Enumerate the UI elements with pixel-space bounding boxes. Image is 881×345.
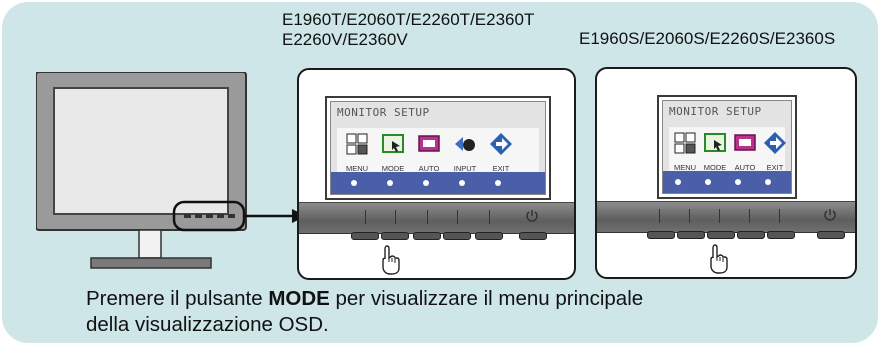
caption-text-1: Premere il pulsante — [86, 287, 269, 310]
osd-dot — [387, 180, 393, 186]
osd-icon-row: MENU MODE AUTO EXIT — [669, 127, 786, 173]
monitor-illustration — [36, 72, 247, 269]
mode-icon — [704, 133, 726, 152]
osd-label-mode: MODE — [703, 163, 727, 172]
osd-dot — [765, 179, 771, 185]
osd-dot-bar — [663, 171, 791, 193]
osd-title: MONITOR SETUP — [337, 106, 430, 119]
monitor-bezel — [597, 201, 855, 233]
osd-title: MONITOR SETUP — [669, 105, 762, 118]
exit-icon — [490, 133, 512, 155]
auto-icon — [734, 134, 756, 151]
button-tick — [659, 209, 660, 223]
instruction-caption: Premere il pulsante MODE per visualizzar… — [86, 286, 643, 338]
exit-button[interactable] — [767, 231, 795, 239]
osd-menu: MONITOR SETUP MENU MODE — [325, 96, 551, 200]
power-button[interactable] — [519, 232, 547, 240]
auto-icon — [418, 135, 440, 152]
monitor-stand-base — [90, 257, 212, 269]
auto-button[interactable] — [413, 232, 441, 240]
button-tick — [457, 210, 458, 224]
osd-icon-row: MENU MODE AUTO — [337, 128, 539, 174]
monitor-neck — [138, 229, 162, 259]
osd-dot — [459, 180, 465, 186]
small-buttons — [184, 214, 235, 218]
menu-icon — [674, 132, 696, 154]
auto-button[interactable] — [707, 231, 735, 239]
hand-pointer-icon — [382, 245, 400, 275]
button-tick — [719, 209, 720, 223]
mode-button[interactable] — [677, 231, 705, 239]
osd-label-menu: MENU — [673, 163, 697, 172]
mode-button[interactable] — [381, 232, 409, 240]
osd-dot — [351, 180, 357, 186]
osd-label-menu: MENU — [345, 164, 369, 173]
button-tick — [395, 210, 396, 224]
mode-icon — [382, 134, 404, 153]
osd-label-input: INPUT — [453, 164, 477, 173]
input-button[interactable] — [443, 232, 471, 240]
model-label-left-1: E1960T/E2060T/E2260T/E2360T — [282, 10, 535, 29]
power-icon — [526, 210, 538, 222]
osd-dot — [735, 179, 741, 185]
monitor-screen — [53, 87, 229, 215]
osd-label-auto: AUTO — [734, 163, 756, 172]
model-label-right: E1960S/E2060S/E2260S/E2360S — [579, 29, 836, 48]
caption-text-2: per visualizzare il menu principale — [329, 287, 644, 310]
osd-dot — [675, 179, 681, 185]
button-tick — [489, 210, 490, 224]
input-icon — [455, 137, 475, 151]
osd-dot — [705, 179, 711, 185]
osd-label-exit: EXIT — [492, 164, 510, 173]
exit-icon — [764, 132, 786, 154]
power-button[interactable] — [817, 231, 845, 239]
caption-line-1: Premere il pulsante MODE per visualizzar… — [86, 286, 643, 312]
caption-line-2: della visualizzazione OSD. — [86, 313, 329, 336]
pointer-arrow — [172, 200, 306, 232]
hand-pointer-icon — [710, 244, 728, 274]
button-tick — [689, 209, 690, 223]
osd-dot — [423, 180, 429, 186]
button-tick — [779, 209, 780, 223]
button-tick — [365, 210, 366, 224]
menu-button[interactable] — [351, 232, 379, 240]
menu-button[interactable] — [647, 231, 675, 239]
model-label-left-2: E2260V/E2360V — [282, 30, 408, 49]
osd-dot-bar — [331, 172, 545, 194]
extra-button[interactable] — [737, 231, 765, 239]
button-tick — [427, 210, 428, 224]
caption-mode-bold: MODE — [268, 287, 330, 310]
right-detail-frame: MONITOR SETUP MENU MODE — [595, 67, 857, 279]
menu-icon — [346, 133, 368, 155]
osd-dot — [495, 180, 501, 186]
osd-label-exit: EXIT — [766, 163, 784, 172]
osd-menu: MONITOR SETUP MENU MODE — [657, 95, 797, 199]
button-tick — [749, 209, 750, 223]
exit-button[interactable] — [475, 232, 503, 240]
left-detail-frame: MONITOR SETUP MENU MODE — [297, 68, 576, 280]
power-icon — [824, 209, 836, 221]
osd-label-auto: AUTO — [418, 164, 440, 173]
osd-label-mode: MODE — [381, 164, 405, 173]
